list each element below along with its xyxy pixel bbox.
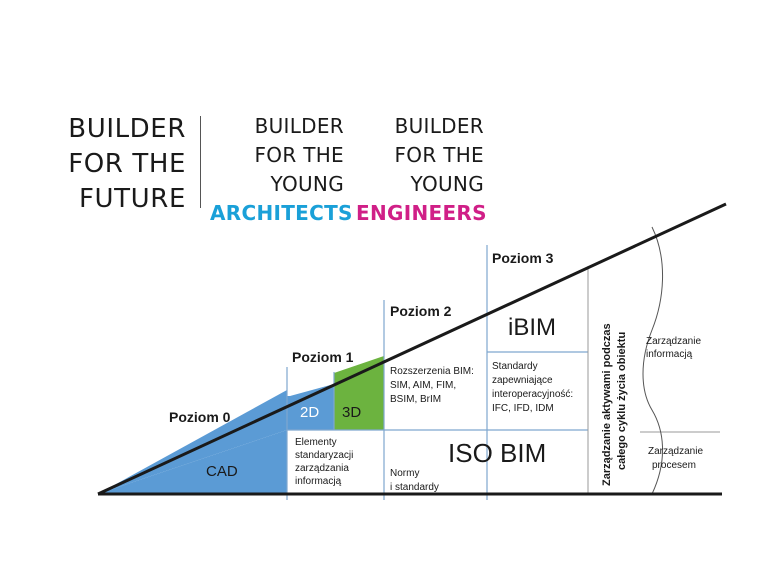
three-d-label: 3D	[342, 404, 361, 421]
logo-line: BUILDER	[68, 114, 186, 144]
normy-line: Normy	[390, 468, 419, 479]
elementy-line: Elementy	[295, 437, 337, 448]
standardy-line: IFC, IFD, IDM	[492, 403, 554, 414]
vertical-line-1: Zarządzanie aktywami podczas	[601, 323, 613, 486]
standardy-line: Standardy	[492, 361, 538, 372]
normy-block: Normy i standardy	[390, 468, 439, 493]
zarzadzanie-procesem-block: Zarządzanie procesem	[648, 446, 703, 471]
rozszerzenia-line: BSIM, BrIM	[390, 394, 441, 405]
rozszerzenia-line: SIM, AIM, FIM,	[390, 380, 456, 391]
elementy-line: informacją	[295, 476, 342, 487]
zarz-info-line: informacją	[646, 349, 693, 360]
cad-upper-region	[98, 390, 287, 494]
logo-line: BUILDER	[254, 114, 344, 138]
standardy-block: Standardy zapewniające interoperacyjność…	[492, 361, 573, 414]
logo-divider	[200, 116, 201, 208]
standardy-line: zapewniające	[492, 375, 553, 386]
cad-label: CAD	[206, 463, 238, 480]
level-2-label: Poziom 2	[390, 303, 452, 319]
logo-accent-architects: ARCHITECTS	[210, 201, 353, 225]
level-3-label: Poziom 3	[492, 250, 554, 266]
elementy-line: standaryzacji	[295, 450, 353, 461]
zarz-proc-line: Zarządzanie	[648, 446, 703, 457]
level-1-label: Poziom 1	[292, 349, 354, 365]
logo-line: FOR THE	[254, 143, 344, 167]
logo-line: FUTURE	[79, 184, 186, 214]
rozszerzenia-block: Rozszerzenia BIM: SIM, AIM, FIM, BSIM, B…	[390, 366, 474, 405]
normy-line: i standardy	[390, 482, 439, 493]
grid-lines	[286, 245, 588, 500]
zarz-proc-line: procesem	[652, 460, 696, 471]
three-d-region	[334, 356, 384, 430]
logo-line: YOUNG	[410, 172, 484, 196]
elementy-line: zarządzania	[295, 463, 349, 474]
two-d-region	[287, 384, 334, 430]
logo-line: FOR THE	[394, 143, 484, 167]
right-dividers	[587, 226, 720, 495]
level-0-label: Poziom 0	[169, 409, 231, 425]
triangle-hypotenuse	[97, 202, 727, 496]
standardy-line: interoperacyjność:	[492, 389, 573, 400]
vertical-label-block: Zarządzanie aktywami podczas całego cykl…	[601, 323, 628, 486]
logo-line: YOUNG	[270, 172, 344, 196]
young-engineers-logo: BUILDER FOR THE YOUNG ENGINEERS	[356, 112, 487, 228]
ibim-label: iBIM	[508, 314, 556, 341]
builder-for-the-future-logo: BUILDER FOR THE FUTURE	[68, 112, 186, 217]
zarz-info-line: Zarządzanie	[646, 336, 701, 347]
elementy-block: Elementy standaryzacji zarządzania infor…	[295, 437, 353, 487]
zarzadzanie-informacja-block: Zarządzanie informacją	[646, 336, 701, 360]
iso-bim-label: ISO BIM	[448, 438, 546, 468]
two-d-label: 2D	[300, 404, 319, 421]
young-architects-logo: BUILDER FOR THE YOUNG ARCHITECTS	[210, 112, 353, 228]
logo-line: BUILDER	[394, 114, 484, 138]
rozszerzenia-line: Rozszerzenia BIM:	[390, 366, 474, 377]
logo-line: FOR THE	[68, 149, 186, 179]
vertical-line-2: całego cyklu życia obiektu	[616, 332, 628, 470]
logo-accent-engineers: ENGINEERS	[356, 201, 487, 225]
